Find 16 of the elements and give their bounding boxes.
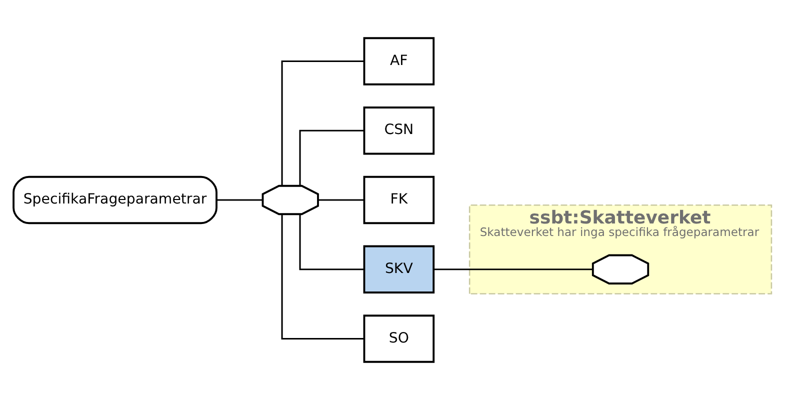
node-box: CSN — [363, 106, 435, 155]
cluster: ssbt:Skatteverket Skatteverket har inga specifika frågeparametrar — [468, 204, 772, 294]
node-octagon — [592, 254, 650, 284]
node-box: SpecifikaFrageparametrar — [12, 176, 218, 224]
node-box: SO — [363, 314, 435, 363]
node-box: SKV — [363, 245, 435, 294]
node-box: FK — [363, 176, 435, 224]
connector — [216, 199, 263, 201]
connector — [299, 130, 364, 186]
connector — [281, 214, 364, 340]
connector — [318, 199, 364, 201]
connector — [281, 60, 364, 186]
node-octagon — [262, 184, 319, 216]
connector — [434, 268, 593, 270]
node-box: AF — [363, 37, 435, 86]
connector — [299, 214, 364, 270]
